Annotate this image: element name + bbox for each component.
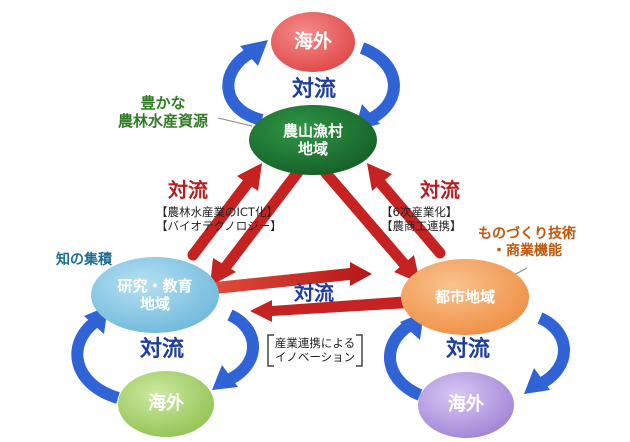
note-ict-line2: 【バイオテクノロジー】 (156, 218, 282, 233)
arrow-urban-to-research (250, 296, 410, 322)
taisen-middle-label: 対流 (294, 281, 334, 305)
arrow-top-left-loop (222, 40, 268, 126)
node-research-line2: 地域 (139, 295, 171, 313)
node-overseas-right-label: 海外 (448, 394, 484, 416)
red-arrows (187, 163, 446, 322)
note-innovation-line2: イノベーション (274, 350, 356, 364)
taisen-bottom-left-label: 対流 (139, 336, 185, 362)
arrow-bottom-right-up-loop (384, 312, 424, 401)
node-research-label: 研究・教育 地域 (117, 277, 192, 313)
taisen-left-top-label: 対流 (168, 178, 208, 202)
note-manufacturing: ものづくり技術 ・商業機能 (478, 226, 576, 260)
note-rich-resources-line1: 豊かな (140, 94, 186, 112)
note-knowledge: 知の集積 (56, 252, 112, 268)
node-rural-label: 農山漁村 地域 (283, 122, 343, 158)
note-manufacturing-line2: ・商業機能 (492, 242, 562, 259)
note-rich-resources-line2: 農林水産資源 (118, 112, 209, 130)
taisen-right-top-label: 対流 (420, 178, 460, 202)
note-innovation-line1: 産業連携による (274, 336, 356, 351)
note-rich-resources: 豊かな 農林水産資源 (118, 94, 208, 130)
nodes (91, 12, 529, 438)
arrow-research-to-rural (187, 163, 262, 261)
note-sixth-line2: 【農商工連携】 (381, 218, 462, 233)
note-innovation: 産業連携による イノベーション (274, 336, 356, 365)
node-research-line1: 研究・教育 (117, 277, 193, 295)
innovation-bracket (267, 334, 363, 367)
note-sixth-line1: 【6次産業化】 (381, 205, 458, 219)
node-research (91, 257, 219, 333)
arrow-bottom-right-down-loop (524, 312, 570, 394)
note-ict-line1: 【農林水産業のICT化】 (156, 205, 278, 219)
arrow-urban-to-rural (367, 163, 446, 259)
node-overseas-left (118, 371, 214, 437)
taisen-bottom-right-label: 対流 (445, 336, 491, 362)
arrow-research-to-urban (215, 262, 372, 294)
node-overseas-left-label: 海外 (148, 393, 184, 415)
arrow-rural-to-research (210, 166, 304, 286)
note-sixth: 【6次産業化】 【農商工連携】 (381, 205, 462, 234)
taisen-top-label: 対流 (291, 76, 337, 102)
node-urban (401, 259, 529, 335)
callout-line-resources (217, 117, 253, 127)
node-rural (249, 105, 377, 175)
node-overseas-top (271, 12, 355, 72)
arrow-bottom-left-down-loop (212, 309, 259, 390)
node-rural-line1: 農山漁村 (282, 122, 344, 140)
node-urban-label: 都市地域 (434, 288, 496, 306)
node-overseas-right (418, 372, 514, 438)
note-ict: 【農林水産業のICT化】 【バイオテクノロジー】 (156, 205, 282, 234)
node-overseas-top-label: 海外 (293, 30, 333, 53)
note-manufacturing-line1: ものづくり技術 (478, 226, 576, 242)
node-rural-line2: 地域 (297, 140, 329, 158)
